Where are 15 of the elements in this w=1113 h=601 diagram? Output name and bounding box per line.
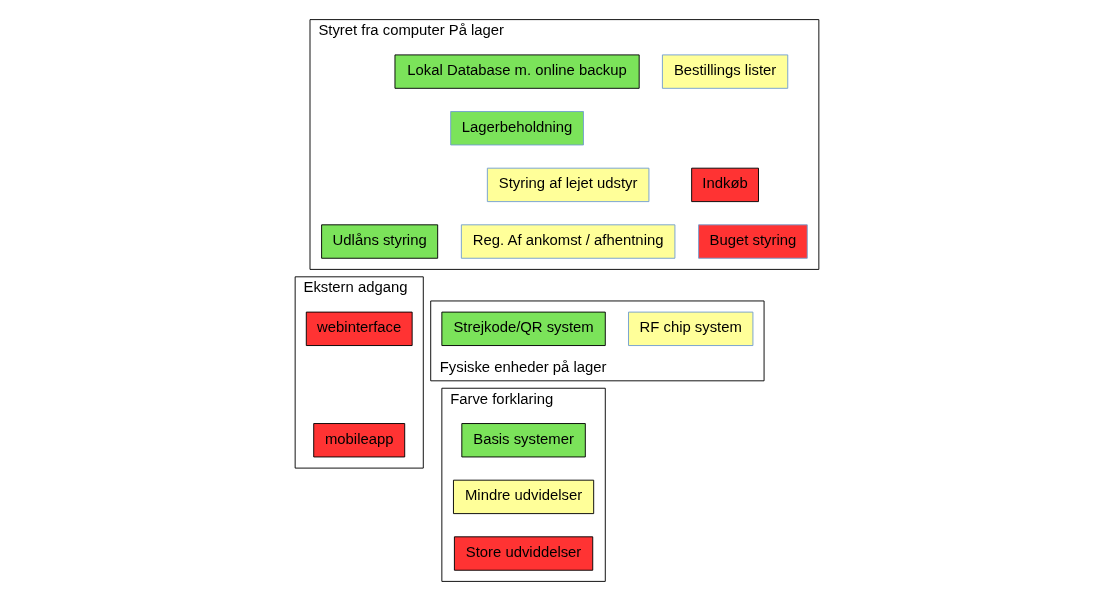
node-box: Mindre udvidelser — [452, 479, 594, 515]
node-box: RF chip system — [627, 311, 753, 346]
node-box: Styring af lejet udstyr — [486, 167, 649, 203]
node-box: Reg. Af ankomst / afhentning — [460, 224, 675, 259]
node-box: Indkøb — [690, 167, 759, 203]
node-box: webinterface — [305, 311, 413, 346]
node-box: Store udviddelser — [453, 536, 593, 571]
node-box: Strejkode/QR system — [440, 311, 606, 346]
node-box: Udlåns styring — [320, 224, 438, 259]
node-box: Basis systemer — [460, 423, 586, 458]
node-box: mobileapp — [312, 423, 405, 458]
node-box: Bestillings lister — [661, 54, 788, 89]
node-box: Lagerbeholdning — [449, 111, 584, 146]
node-box: Buget styring — [697, 224, 808, 259]
node-box: Lokal Database m. online backup — [394, 54, 640, 89]
